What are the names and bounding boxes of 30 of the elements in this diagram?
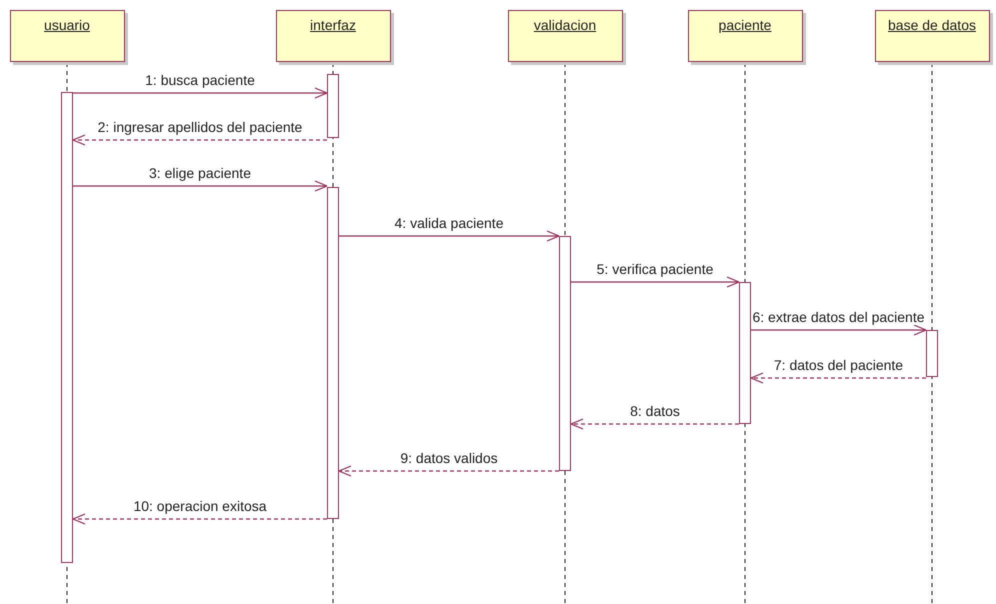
- edge-label: 3: elige paciente: [147, 165, 253, 181]
- message-arrow: [73, 180, 328, 192]
- activation-bar: [739, 282, 751, 424]
- lifeline-name: usuario: [44, 17, 90, 33]
- activation-bar: [327, 74, 339, 138]
- lifeline-name: interfaz: [310, 17, 356, 33]
- lifeline-name: base de datos: [888, 17, 976, 33]
- activation-bar: [559, 236, 571, 471]
- edge-label: 8: datos: [628, 403, 682, 419]
- message-arrow: [751, 324, 927, 336]
- edge-label: 5: verifica paciente: [594, 261, 716, 277]
- message-arrow: [339, 230, 560, 242]
- lifeline-name: paciente: [718, 17, 772, 33]
- edge-label: 9: datos validos: [398, 450, 500, 466]
- activation-bar: [327, 187, 339, 519]
- message-arrow: [73, 87, 328, 99]
- message-arrow: [570, 418, 739, 430]
- activation-bar: [926, 330, 938, 377]
- activation-bar: [61, 92, 73, 563]
- message-arrow: [72, 513, 327, 525]
- edge-label: 4: valida paciente: [392, 215, 506, 231]
- message-arrow: [750, 372, 926, 384]
- lifeline-name: validacion: [534, 17, 596, 33]
- message-arrow: [338, 465, 559, 477]
- edge-label: 2: ingresar apellidos del paciente: [96, 119, 304, 135]
- edge-label: 1: busca paciente: [143, 72, 257, 88]
- message-arrow: [72, 134, 327, 146]
- message-arrow: [571, 276, 740, 288]
- edge-label: 6: extrae datos del paciente: [750, 309, 926, 325]
- edge-label: 7: datos del paciente: [772, 357, 906, 373]
